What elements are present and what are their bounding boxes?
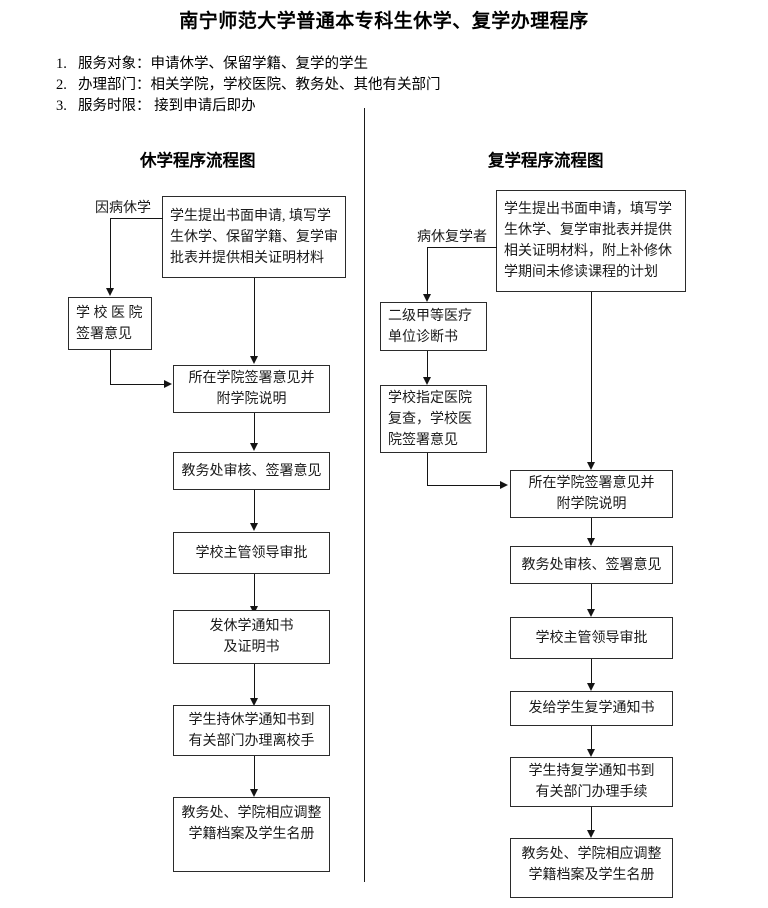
- left-arrow-hospital-to-college: [164, 379, 172, 388]
- left-connector-college-down: [254, 413, 255, 443]
- left-arrow-to-hospital: [105, 288, 114, 296]
- right-arrow-to-issue-notice: [586, 683, 595, 691]
- intro-item-number: 3.: [56, 98, 67, 114]
- right-connector-recheck-down: [427, 453, 428, 485]
- left-node-college: 所在学院签署意见并 附学院说明: [173, 365, 330, 413]
- left-arrow-to-records-update: [249, 789, 258, 797]
- right-connector-recheck-right: [427, 485, 500, 486]
- intro-item-text: 办理部门：相关学院，学校医院、教务处、其他有关部门: [78, 77, 441, 93]
- right-arrow-recheck-to-college: [500, 480, 508, 489]
- right-node-records-update: 教务处、学院相应调整 学籍档案及学生名册: [510, 838, 673, 898]
- right-node-application: 学生提出书面申请，填写学 生休学、复学审批表并提供 相关证明材料，附上补修休 学…: [496, 190, 686, 292]
- left-connector-aa-down: [254, 490, 255, 523]
- left-arrow-to-student-leave: [249, 698, 258, 706]
- left-arrow-to-academic-affairs: [249, 443, 258, 451]
- left-node-academic-affairs: 教务处审核、签署意见: [173, 452, 330, 490]
- right-node-academic-affairs: 教务处审核、签署意见: [510, 546, 673, 584]
- right-arrow-to-student-process: [586, 749, 595, 757]
- left-node-leader-approval: 学校主管领导审批: [173, 532, 330, 574]
- left-connector-hospital-right: [110, 384, 164, 385]
- intro-item: 3. 服务时限： 接到申请后即办: [56, 96, 716, 117]
- right-connector-branch-vertical: [427, 247, 428, 294]
- right-arrow-to-academic-affairs: [586, 538, 595, 546]
- right-connector-notice-down: [591, 726, 592, 749]
- right-connector-application-down: [591, 292, 592, 462]
- intro-item-text: 服务时限： 接到申请后即办: [78, 98, 256, 114]
- right-node-issue-notice: 发给学生复学通知书: [510, 691, 673, 726]
- right-arrow-to-leader-approval: [586, 609, 595, 617]
- intro-list: 1. 服务对象：申请休学、保留学籍、复学的学生 2. 办理部门：相关学院，学校医…: [56, 54, 716, 117]
- left-node-records-update: 教务处、学院相应调整 学籍档案及学生名册: [173, 797, 330, 872]
- right-connector-leader-down: [591, 659, 592, 683]
- right-arrow-application-to-college: [586, 462, 595, 470]
- intro-item: 2. 办理部门：相关学院，学校医院、教务处、其他有关部门: [56, 75, 716, 96]
- left-connector-leave-down: [254, 756, 255, 789]
- left-arrow-application-to-college: [249, 356, 258, 364]
- left-connector-application-down: [254, 278, 255, 356]
- left-node-hospital: 学 校 医 院 签署意见: [68, 297, 152, 350]
- right-connector-aa-down: [591, 584, 592, 609]
- left-node-application: 学生提出书面申请, 填写学 生休学、保留学籍、复学审 批表并提供相关证明材料: [162, 196, 346, 278]
- left-node-issue-notice: 发休学通知书 及证明书: [173, 610, 330, 664]
- right-connector-diagnosis-down: [427, 351, 428, 377]
- left-connector-notice-down: [254, 664, 255, 698]
- intro-item: 1. 服务对象：申请休学、保留学籍、复学的学生: [56, 54, 716, 75]
- right-node-diagnosis: 二级甲等医疗 单位诊断书: [380, 302, 487, 351]
- intro-item-number: 1.: [56, 56, 67, 72]
- right-node-student-process: 学生持复学通知书到 有关部门办理手续: [510, 757, 673, 807]
- right-node-leader-approval: 学校主管领导审批: [510, 617, 673, 659]
- left-edge-label-sick-leave: 因病休学: [95, 201, 151, 216]
- left-chart-heading: 休学程序流程图: [140, 152, 256, 170]
- column-divider: [364, 108, 365, 882]
- right-connector-process-down: [591, 807, 592, 830]
- right-edge-label-sick-return: 病休复学者: [417, 230, 487, 245]
- left-arrow-to-leader-approval: [249, 523, 258, 531]
- right-arrow-to-diagnosis: [422, 294, 431, 302]
- right-connector-college-down: [591, 518, 592, 538]
- right-node-college: 所在学院签署意见并 附学院说明: [510, 470, 673, 518]
- intro-item-number: 2.: [56, 77, 67, 93]
- right-connector-branch-horizontal: [427, 247, 497, 248]
- right-chart-heading: 复学程序流程图: [488, 152, 604, 170]
- page-title: 南宁师范大学普通本专科生休学、复学办理程序: [179, 11, 589, 32]
- right-arrow-to-records-update: [586, 830, 595, 838]
- left-node-student-leave: 学生持休学通知书到 有关部门办理离校手: [173, 705, 330, 756]
- left-connector-hospital-down: [110, 350, 111, 384]
- intro-item-text: 服务对象：申请休学、保留学籍、复学的学生: [78, 56, 368, 72]
- right-arrow-to-recheck: [422, 377, 431, 385]
- left-connector-branch-vertical: [110, 218, 111, 288]
- left-connector-leader-down: [254, 574, 255, 606]
- left-connector-branch-horizontal: [110, 218, 163, 219]
- right-node-recheck: 学校指定医院 复查，学校医 院签署意见: [380, 385, 487, 453]
